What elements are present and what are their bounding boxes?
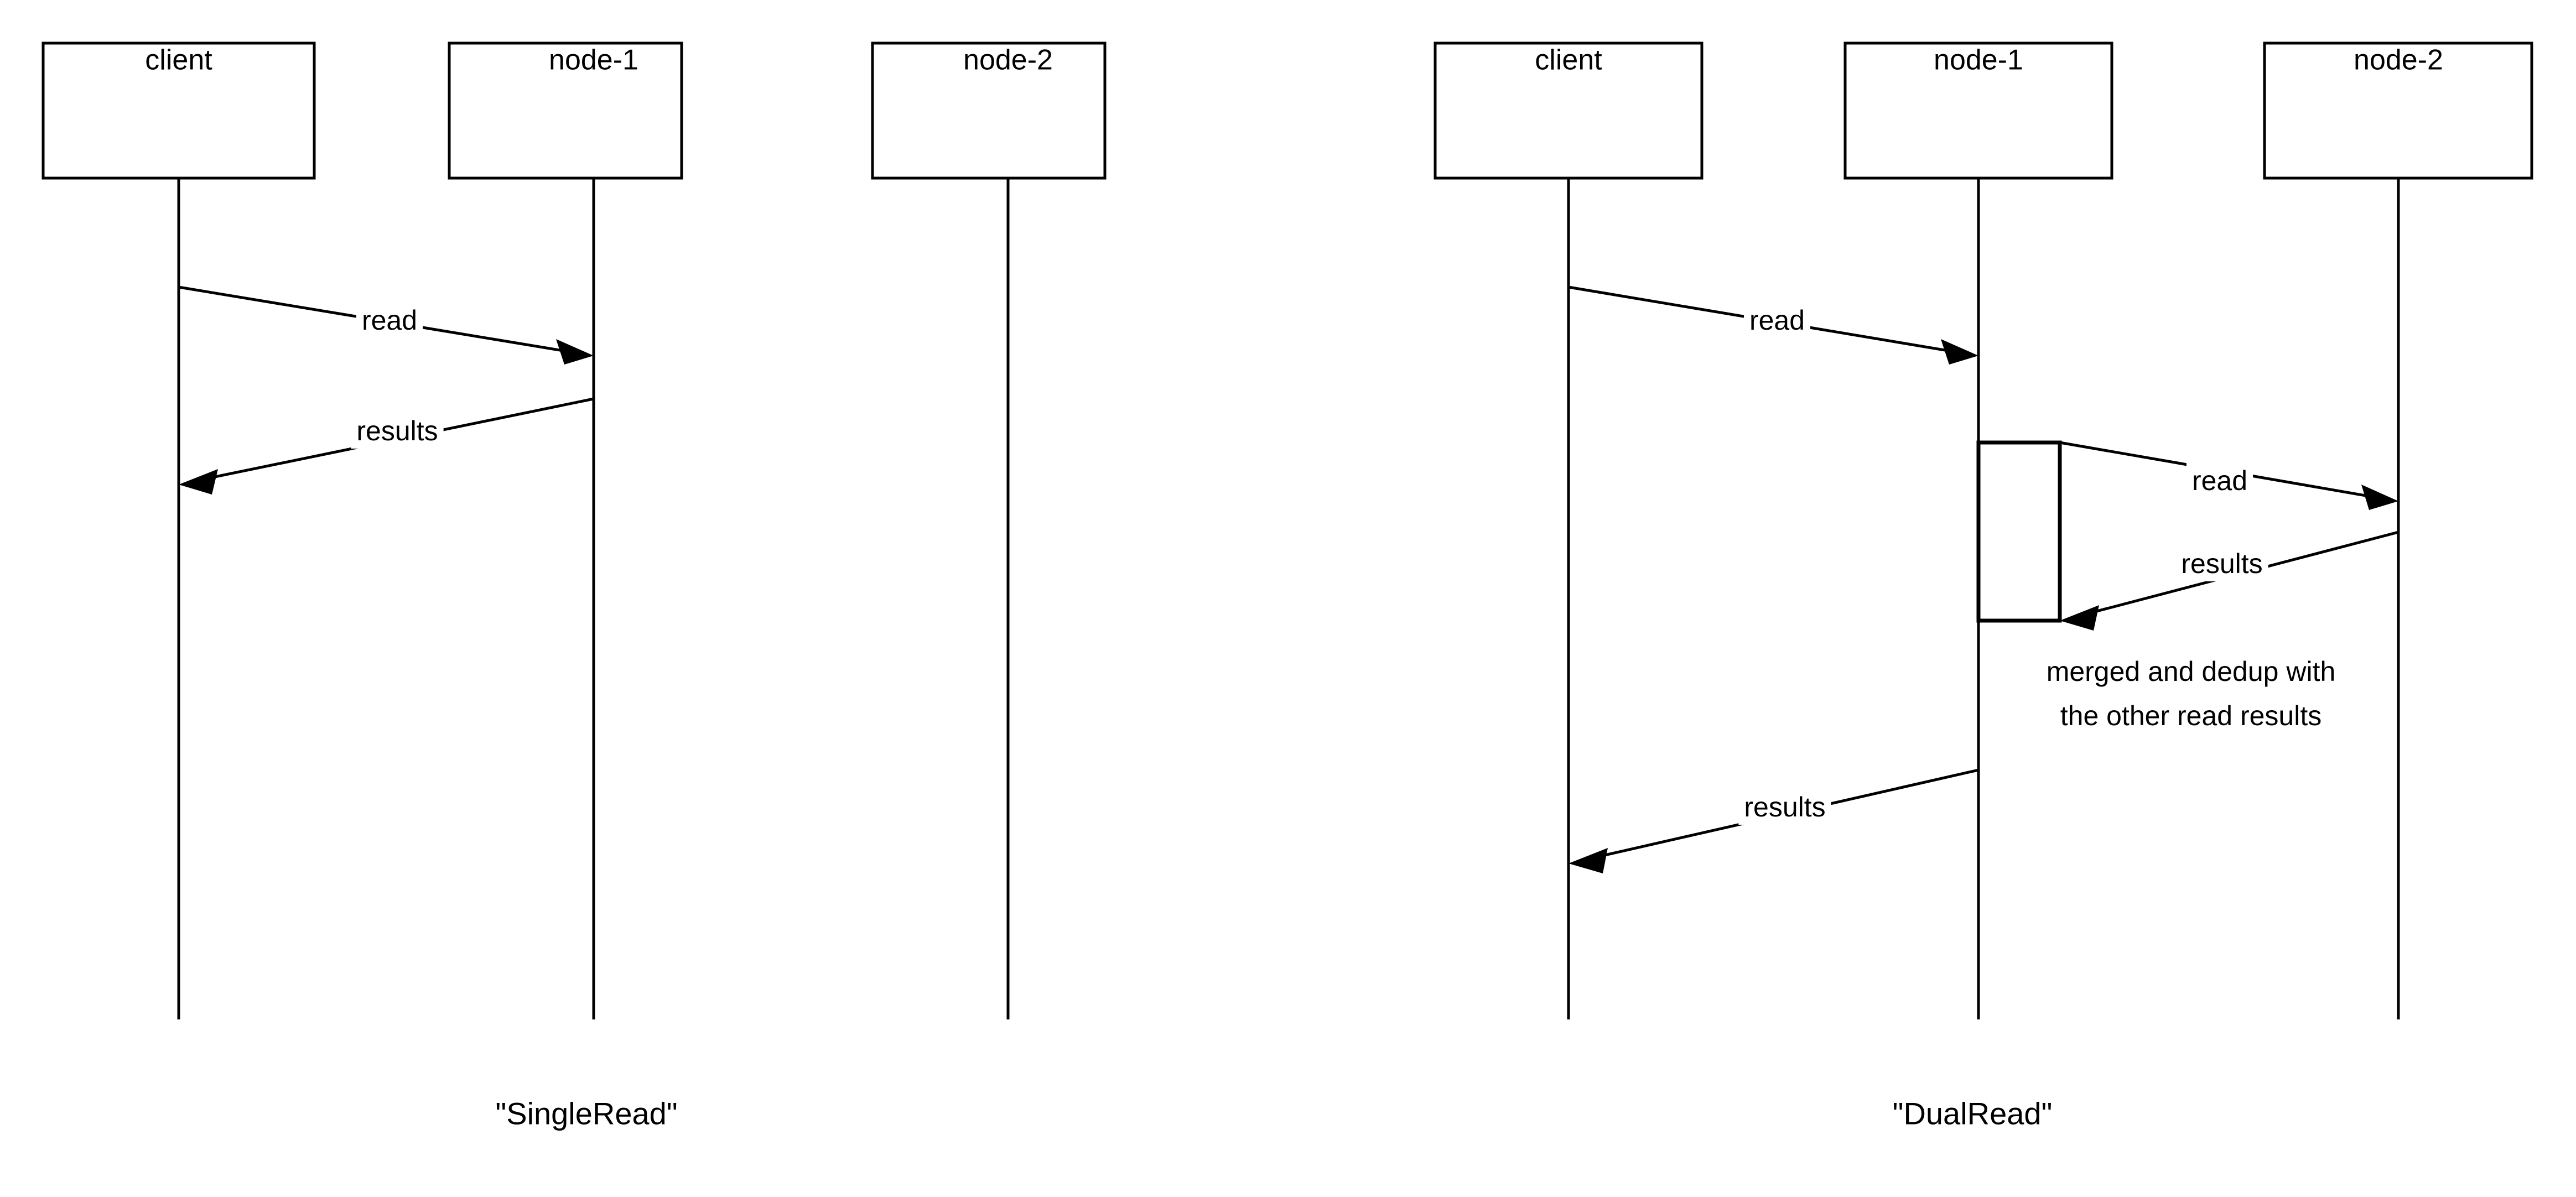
message-label-read: read: [2192, 465, 2247, 496]
message-label-backdrop: [1743, 303, 1811, 338]
participant-box-client[interactable]: [41, 41, 316, 180]
message-label-backdrop: [351, 413, 444, 449]
message-results-node-2-to-node-1[interactable]: results: [2060, 530, 2399, 631]
message-label-results: results: [356, 415, 438, 446]
message-label-read: read: [1749, 305, 1805, 336]
participant-box-client[interactable]: [1434, 41, 1704, 180]
participant-label-client: client: [145, 44, 212, 76]
panel-dual-read: client node-1 node-2 read: [1434, 41, 2533, 1131]
message-label-backdrop: [1738, 789, 1831, 825]
participant-label-client: client: [1535, 44, 1602, 76]
activation-bar-node-1: [1976, 440, 2062, 623]
participant-node-1[interactable]: node-1: [448, 41, 683, 1019]
arrow-head-right-icon: [1941, 339, 1978, 365]
message-label-backdrop: [2175, 546, 2268, 581]
message-label-results: results: [1744, 792, 1825, 823]
arrow-head-right-icon: [556, 339, 594, 365]
panel-caption-dual-read: "DualRead": [1893, 1096, 2053, 1131]
note-merged-dedup: merged and dedup with the other read res…: [2047, 656, 2336, 731]
arrow-head-left-icon: [1569, 848, 1608, 873]
message-read-client-to-node-1[interactable]: read: [1568, 285, 1978, 365]
message-results-node-1-to-client[interactable]: results: [1569, 768, 1979, 873]
participant-box-node-2[interactable]: [871, 41, 1107, 180]
participant-label-node-1: node-1: [1934, 44, 2023, 76]
participant-box-node-2[interactable]: [2263, 41, 2533, 180]
arrow-head-left-icon: [2060, 605, 2099, 631]
participant-label-node-2: node-2: [2354, 44, 2443, 76]
message-read-node-1-to-node-2[interactable]: read: [2059, 441, 2398, 510]
participant-box-node-1[interactable]: [448, 41, 683, 180]
participant-label-node-2: node-2: [963, 44, 1053, 76]
message-read-client-to-node-1[interactable]: read: [178, 285, 594, 365]
arrow-head-left-icon: [179, 469, 218, 495]
message-label-results: results: [2181, 548, 2262, 579]
note-line-1: merged and dedup with: [2047, 656, 2336, 687]
participant-label-node-1: node-1: [549, 44, 638, 76]
note-line-2: the other read results: [2060, 700, 2322, 731]
message-label-backdrop: [356, 303, 423, 338]
participant-node-2[interactable]: node-2: [871, 41, 1107, 1019]
panel-single-read: client node-1 node-2 read: [41, 41, 1107, 1131]
participant-client[interactable]: client: [41, 41, 316, 1019]
message-results-node-1-to-client[interactable]: results: [179, 397, 594, 495]
participant-box-node-1[interactable]: [1843, 41, 2113, 180]
participant-client[interactable]: client: [1434, 41, 1704, 1019]
participant-node-2[interactable]: node-2: [2263, 41, 2533, 1019]
message-label-backdrop: [2186, 463, 2253, 498]
message-label-read: read: [362, 305, 417, 336]
arrow-head-right-icon: [2361, 485, 2398, 510]
panel-caption-single-read: "SingleRead": [495, 1096, 677, 1131]
